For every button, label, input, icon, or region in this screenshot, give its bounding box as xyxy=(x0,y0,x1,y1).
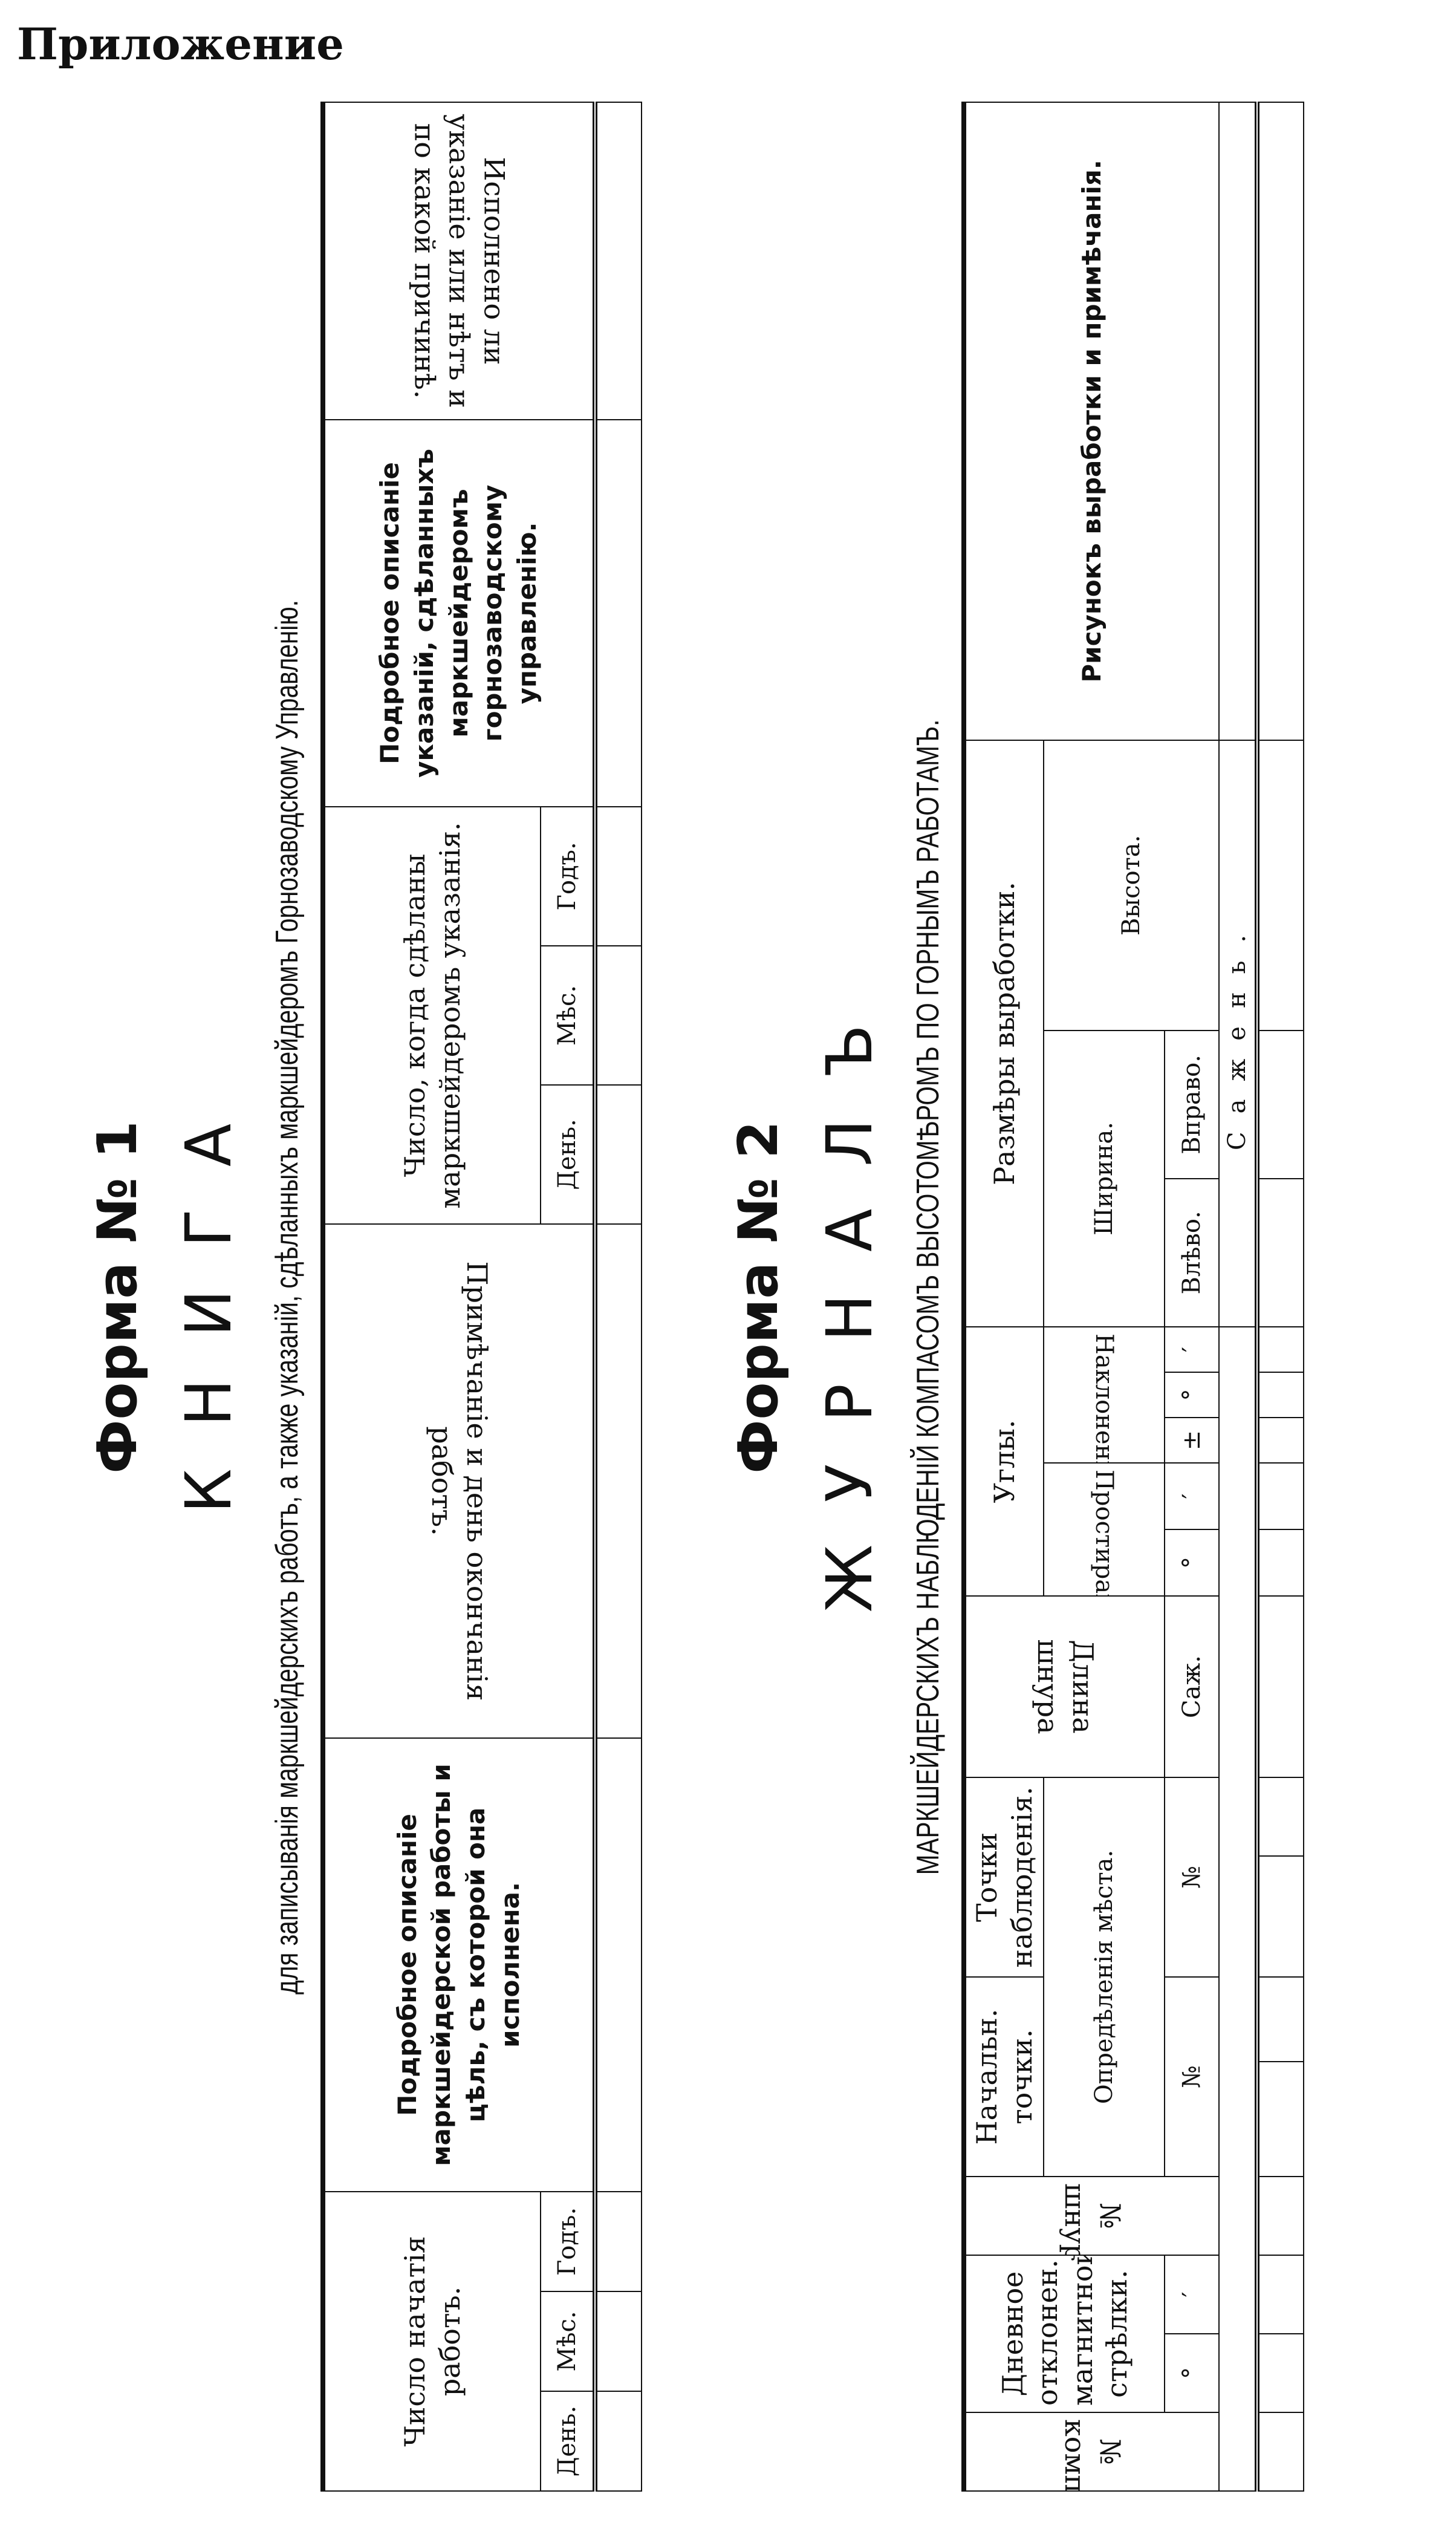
col-sazhen: Сажень. xyxy=(1219,740,1257,1327)
col-angles: Углы. xyxy=(964,1326,1044,1596)
col-instr-year: Годъ. xyxy=(541,806,595,946)
col-observation-point: Точки наблюденія. xyxy=(964,1777,1044,1977)
col-declination: Дневное отклонен. магнитной стрѣлки. xyxy=(964,2255,1165,2412)
form-1-title: КНИГА xyxy=(172,1081,245,1514)
col-work-description: Подробное описаніе маркшейдерской работы… xyxy=(323,1737,595,2192)
col-instr-month: Мѣс. xyxy=(541,945,595,1085)
table-row xyxy=(595,102,642,2491)
col-sketch: Рисунокъ выработки и примѣчанія. xyxy=(964,102,1219,740)
col-dip-sign: ± xyxy=(1165,1417,1219,1463)
col-instruction-description: Подробное описаніе указаній, сдѣланныхъ … xyxy=(323,419,595,807)
form-2-number: Форма № 2 xyxy=(727,1121,790,1474)
col-cord-no: № шнура. xyxy=(964,2176,1219,2255)
form-1-number: Форма № 1 xyxy=(86,1121,149,1474)
col-height: Высота. xyxy=(1044,740,1219,1031)
col-width: Ширина. xyxy=(1044,1030,1165,1327)
col-start-no: № xyxy=(1165,1976,1219,2177)
col-sazh: Саж. xyxy=(1165,1595,1219,1777)
col-notes: Примѣчаніе и день окончанія работъ. xyxy=(323,1223,595,1738)
col-start-date: Число начатія работъ. xyxy=(323,2191,541,2491)
form-2-table: № компаса. Дневное отклонен. магнитной с… xyxy=(961,102,1304,2492)
form-2: Форма № 2 ЖУРНАЛЪ МАРКШЕЙДЕРСКИХЪ НАБЛЮД… xyxy=(713,102,1439,2492)
form-1-table: Число начатія работъ. Подробное описаніе… xyxy=(320,102,642,2492)
col-dip: Наклоненія. xyxy=(1044,1326,1165,1463)
col-left: Влѣво. xyxy=(1165,1178,1219,1327)
col-cord-length: Длина шнура xyxy=(964,1595,1165,1777)
col-decl-deg: ° xyxy=(1165,2334,1219,2412)
col-fulfilment: Исполнено ли указаніе или нѣтъ и по како… xyxy=(323,102,595,420)
col-start-point: Начальн. точки. xyxy=(964,1976,1044,2177)
col-strike-deg: ° xyxy=(1165,1529,1219,1596)
col-instruction-date: Число, когда сдѣланы маркшейдеромъ указа… xyxy=(323,806,541,1224)
col-dip-deg: ° xyxy=(1165,1372,1219,1418)
col-dimensions: Размѣры выработки. xyxy=(964,740,1044,1327)
col-year: Годъ. xyxy=(541,2191,595,2291)
form-2-title: ЖУРНАЛЪ xyxy=(813,982,886,1613)
col-strike: Простиранія. xyxy=(1044,1462,1165,1596)
col-strike-min: ′ xyxy=(1165,1462,1219,1529)
page-title: Приложение xyxy=(17,18,344,70)
col-compass-no: № компаса. xyxy=(964,2412,1219,2491)
form-1: Форма № 1 КНИГА для записыванія маркшейд… xyxy=(73,102,768,2492)
form-2-subtitle: МАРКШЕЙДЕРСКИХЪ НАБЛЮДЕНІЙ КОМПАСОМЪ ВЫС… xyxy=(911,719,946,1875)
col-dip-min: ′ xyxy=(1165,1326,1219,1372)
col-right: Вправо. xyxy=(1165,1030,1219,1179)
col-place-definition: Опредѣленія мѣста. xyxy=(1044,1777,1165,2177)
table-row xyxy=(1257,102,1304,2491)
form-1-subtitle: для записыванія маркшейдерскихъ работъ, … xyxy=(270,600,305,1995)
col-decl-min: ′ xyxy=(1165,2255,1219,2334)
col-day: День. xyxy=(541,2391,595,2491)
col-instr-day: День. xyxy=(541,1084,595,1224)
col-month: Мѣс. xyxy=(541,2291,595,2391)
col-obs-no: № xyxy=(1165,1777,1219,1977)
